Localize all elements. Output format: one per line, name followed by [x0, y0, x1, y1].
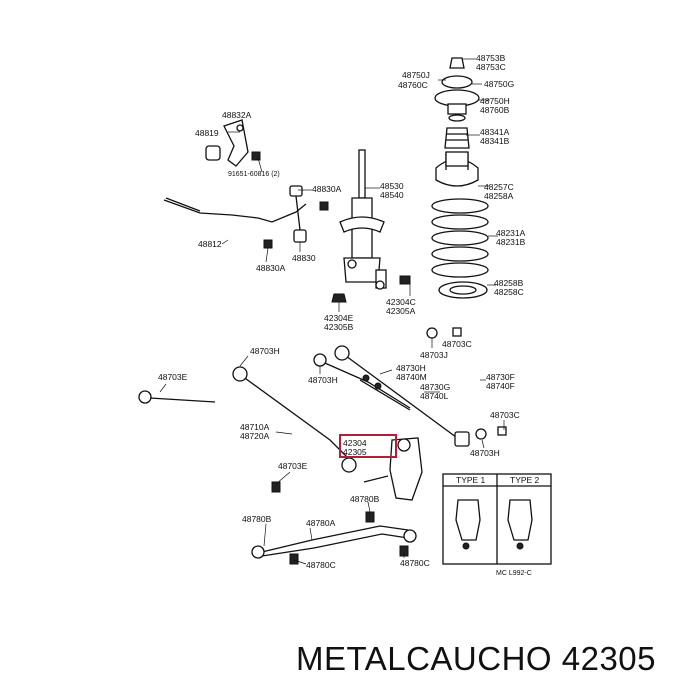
diagram-code: MC L992-C	[496, 570, 532, 577]
label-48703H-right: 48703H	[470, 448, 500, 458]
highlight-box	[339, 434, 397, 458]
label-48830A-top: 48830A	[312, 184, 342, 194]
rear-lower-arm	[251, 481, 417, 565]
label-42305A: 42305A	[386, 306, 416, 316]
label-48730H: 48730H	[396, 363, 426, 373]
spring-upper-seat	[435, 151, 479, 187]
stabilizer-bushing	[205, 145, 261, 161]
adjusting-rod	[359, 374, 411, 411]
label-48740M: 48740M	[396, 372, 427, 382]
type-inset	[442, 473, 552, 565]
lower-arm-front	[232, 353, 411, 463]
label-48760C: 48760C	[398, 80, 428, 90]
shock-absorber	[339, 149, 387, 290]
label-48832A: 48832A	[222, 110, 252, 120]
strut-rod	[334, 327, 507, 447]
label-42304C: 42304C	[386, 297, 416, 307]
label-48530: 48530	[380, 181, 404, 191]
label-48258B: 48258B	[494, 278, 524, 288]
label-48780B-left: 48780B	[242, 514, 272, 524]
stabilizer-bar	[163, 197, 307, 223]
label-48703H-left: 48703H	[250, 346, 280, 356]
label-48341B: 48341B	[480, 136, 510, 146]
label-48258A: 48258A	[484, 191, 514, 201]
label-48703H-mid: 48703H	[308, 375, 338, 385]
label-48703E-mid: 48703E	[278, 461, 308, 471]
label-91651: 91651-60816 (2)	[228, 171, 280, 178]
label-48760B: 48760B	[480, 105, 510, 115]
label-48812: 48812	[198, 239, 222, 249]
label-48830: 48830	[292, 253, 316, 263]
label-48231A: 48231A	[496, 228, 526, 238]
label-48780A: 48780A	[306, 518, 336, 528]
label-42304: 42304	[343, 438, 367, 448]
label-42305: 42305	[343, 447, 367, 457]
label-42305B: 42305B	[324, 322, 354, 332]
stabilizer-link	[263, 185, 329, 249]
label-48730G: 48730G	[420, 382, 450, 392]
stabilizer-bracket	[223, 119, 249, 167]
label-48730F: 48730F	[486, 372, 515, 382]
cam-bolt-left	[138, 390, 216, 404]
label-48819: 48819	[195, 128, 219, 138]
label-48703C-right: 48703C	[490, 410, 520, 420]
label-48740F: 48740F	[486, 381, 515, 391]
label-48341A: 48341A	[480, 127, 510, 137]
bump-stopper	[444, 127, 470, 149]
label-48720A: 48720A	[240, 431, 270, 441]
label-42304E: 42304E	[324, 313, 354, 323]
spring-lower-insulator	[438, 281, 488, 299]
label-48780C-left: 48780C	[306, 560, 336, 570]
brand-part-number: METALCAUCHO 42305	[296, 640, 657, 677]
label-48750J: 48750J	[402, 70, 430, 80]
coil-spring	[431, 198, 489, 278]
label-48703E-left: 48703E	[158, 372, 188, 382]
strut-top-mount	[434, 57, 480, 122]
label-48703J: 48703J	[420, 350, 448, 360]
label-48830A-bottom: 48830A	[256, 263, 286, 273]
label-type-2: TYPE 2	[510, 475, 540, 485]
label-48750H: 48750H	[480, 96, 510, 106]
label-48740L: 48740L	[420, 391, 449, 401]
label-48710A: 48710A	[240, 422, 270, 432]
label-48750G: 48750G	[484, 79, 514, 89]
label-48540: 48540	[380, 190, 404, 200]
label-48780C-right: 48780C	[400, 558, 430, 568]
label-48231B: 48231B	[496, 237, 526, 247]
part-labels: 48753B 48753C 48750J 48760C 48750G 48750…	[158, 53, 540, 577]
label-48780B: 48780B	[350, 494, 380, 504]
label-48257C: 48257C	[484, 182, 514, 192]
label-48258C: 48258C	[494, 287, 524, 297]
label-type-1: TYPE 1	[456, 475, 486, 485]
label-48753C: 48753C	[476, 62, 506, 72]
label-48703C-top: 48703C	[442, 339, 472, 349]
leader-lines	[159, 58, 505, 565]
label-48753B: 48753B	[476, 53, 506, 63]
